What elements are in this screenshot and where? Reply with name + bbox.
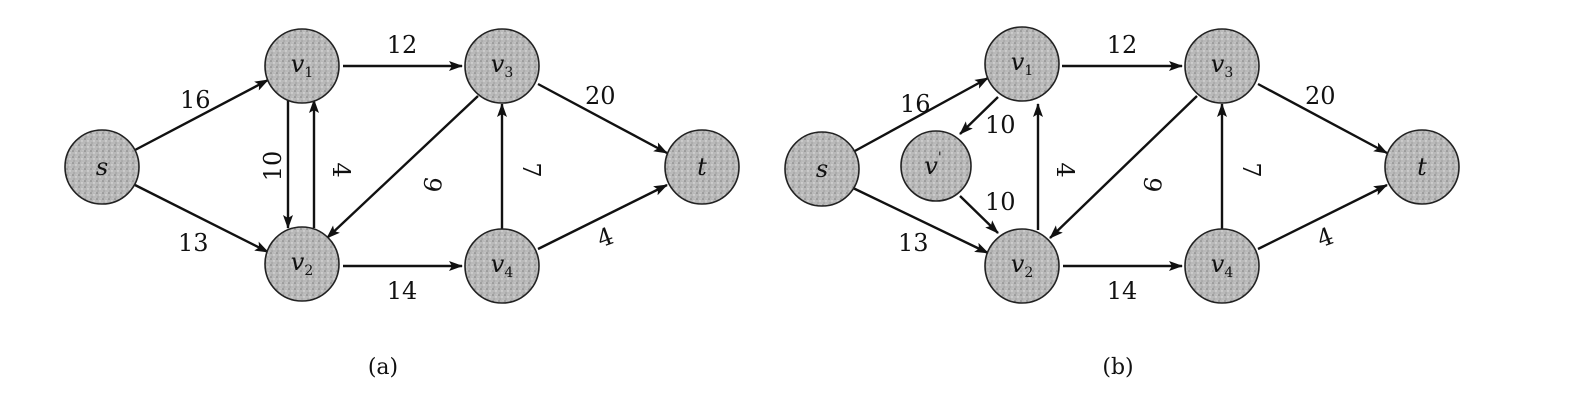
node-a-v4: v4	[464, 228, 540, 304]
edge-label-b-s-v1: 16	[900, 90, 931, 118]
edge-b-s-v2	[852, 186, 989, 255]
node-b-v2: v2	[984, 228, 1060, 304]
svg-text:v': v'	[924, 150, 941, 180]
edge-b-v4-t	[1257, 183, 1388, 251]
node-b-t: t	[1384, 129, 1460, 205]
edge-label-a-v2-v1: 4	[327, 162, 355, 177]
node-b-v1: v1	[984, 26, 1060, 102]
svg-text:v1: v1	[291, 50, 313, 81]
edge-label-b-v4-t: 4	[1313, 222, 1337, 254]
node-b-s: s	[784, 131, 860, 207]
svg-text:s: s	[96, 153, 108, 181]
edge-label-a-s-v1: 16	[180, 86, 211, 114]
edge-b-v3-v2	[1049, 95, 1198, 239]
edge-label-a-v1-v2: 10	[259, 151, 287, 182]
edge-b-v1-vp	[959, 96, 999, 135]
edge-a-s-v1	[134, 78, 269, 152]
svg-text:v3: v3	[1211, 50, 1233, 81]
node-a-v3: v3	[464, 28, 540, 104]
edge-label-b-v2-v4: 14	[1107, 277, 1138, 305]
node-b-v3: v3	[1184, 28, 1260, 104]
edge-label-b-v3-t: 20	[1305, 82, 1336, 110]
edge-label-b-v3-v2: 9	[1137, 174, 1167, 194]
edge-label-b-v1-vp: 10	[985, 111, 1016, 139]
edge-b-s-v1	[852, 76, 989, 154]
svg-text:t: t	[697, 153, 707, 181]
edge-a-s-v2	[134, 183, 269, 254]
edge-label-b-vp-v2: 10	[985, 188, 1016, 216]
caption-b: (b)	[1102, 355, 1133, 380]
edge-label-b-v4-v3: 7	[1237, 162, 1265, 177]
edge-a-v4-t	[537, 183, 668, 251]
edge-b-vp-v2	[959, 195, 999, 234]
edge-label-a-v3-v2: 9	[417, 174, 447, 194]
edge-label-a-v2-v4: 14	[387, 277, 418, 305]
edge-label-b-v1-v3: 12	[1107, 31, 1138, 59]
caption-a: (a)	[368, 355, 398, 380]
edge-a-v3-v2	[326, 95, 479, 239]
edge-a-v3-t	[537, 82, 668, 155]
svg-text:v2: v2	[1011, 250, 1033, 281]
svg-text:t: t	[1417, 153, 1427, 181]
diagram-a: 16 13 10 4 12 9 14 7 20 4 s v1 v2 v3 v4	[64, 28, 740, 380]
svg-text:v4: v4	[491, 250, 514, 281]
node-a-v1: v1	[264, 28, 340, 104]
node-b-vprime: v'	[900, 130, 972, 202]
svg-text:v4: v4	[1211, 250, 1234, 281]
edge-label-b-s-v2: 13	[898, 229, 929, 257]
edge-label-b-v2-v1: 4	[1051, 162, 1079, 177]
edge-label-a-v4-t: 4	[593, 222, 617, 254]
edge-label-a-v4-v3: 7	[517, 162, 545, 177]
edge-b-v3-t	[1257, 82, 1388, 155]
edge-label-a-v3-t: 20	[585, 82, 616, 110]
diagram-b: 16 13 10 10 4 12 9 14 7 20 4 s v1 v' v2 …	[784, 26, 1460, 380]
node-b-v4: v4	[1184, 228, 1260, 304]
node-a-t: t	[664, 129, 740, 205]
svg-text:s: s	[816, 155, 828, 183]
svg-text:v3: v3	[491, 50, 513, 81]
svg-text:v1: v1	[1011, 48, 1033, 79]
edge-label-a-v1-v3: 12	[387, 31, 418, 59]
edge-label-a-s-v2: 13	[178, 229, 209, 257]
svg-text:v2: v2	[291, 248, 313, 279]
node-a-s: s	[64, 129, 140, 205]
node-a-v2: v2	[264, 226, 340, 302]
